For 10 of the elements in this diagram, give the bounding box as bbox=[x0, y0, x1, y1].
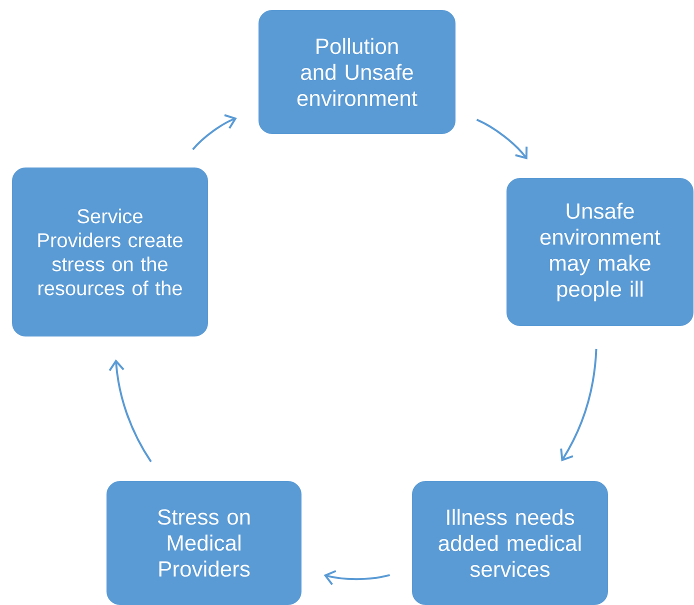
process-box: Stress on Medical Providers bbox=[106, 480, 302, 605]
arrow bbox=[324, 570, 390, 586]
arrow bbox=[192, 114, 237, 150]
arrow bbox=[476, 118, 528, 160]
process-box: Unsafe environment may make people ill bbox=[506, 177, 694, 327]
process-box: Pollution and Unsafe environment bbox=[258, 9, 456, 135]
process-box: Illness needs added medical services bbox=[411, 480, 609, 605]
arrow bbox=[560, 348, 598, 462]
arrow bbox=[108, 359, 152, 462]
process-box: Service Providers create stress on the resources of the bbox=[11, 166, 209, 338]
